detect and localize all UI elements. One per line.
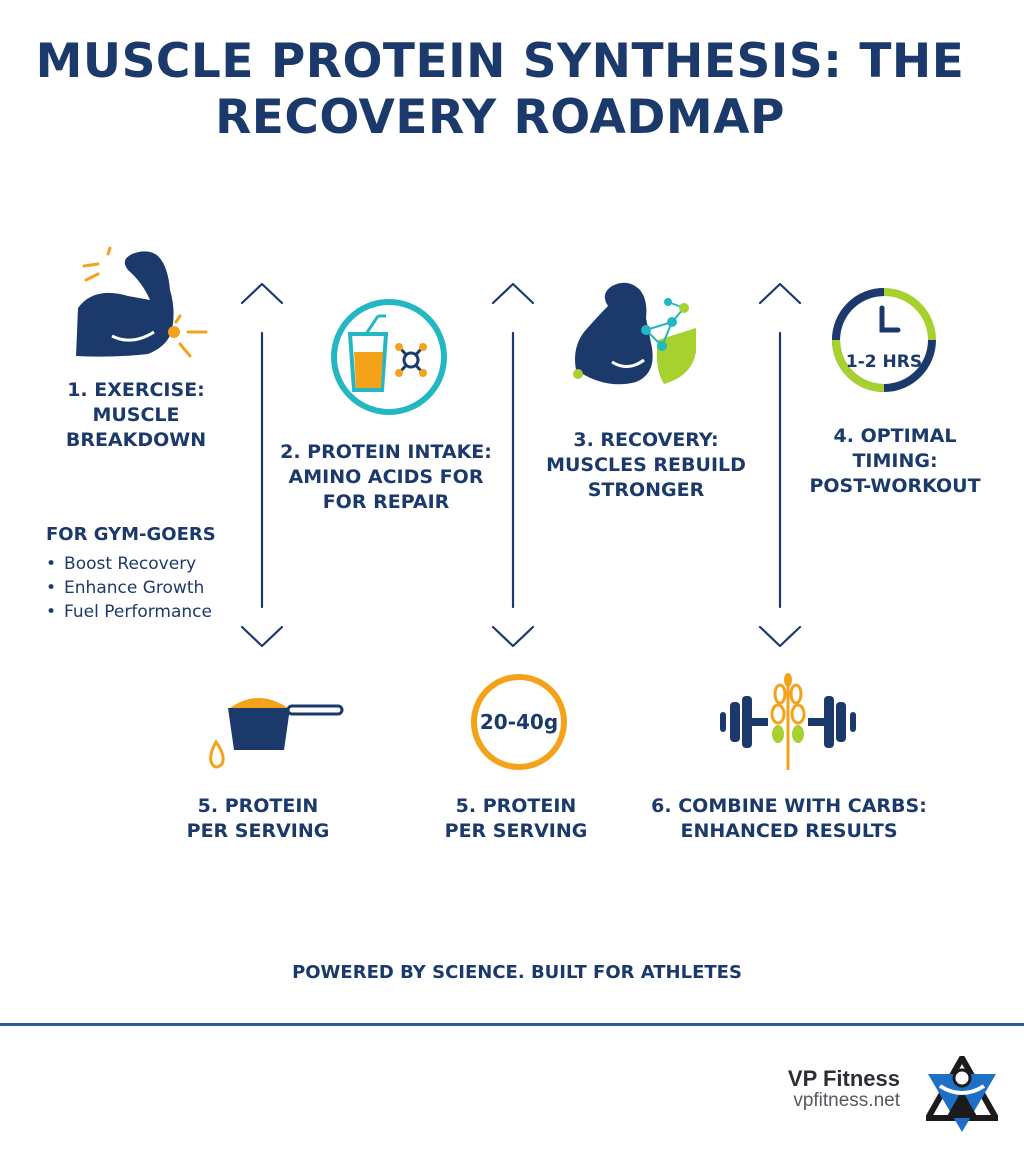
brand-logo-icon — [926, 1056, 998, 1132]
gym-goers-item: Fuel Performance — [46, 600, 212, 624]
step-2-label: 2. PROTEIN INTAKE: AMINO ACIDS FOR FOR R… — [276, 440, 496, 515]
gym-goers-item: Boost Recovery — [46, 552, 212, 576]
step-5-line1: 5. PROTEIN — [197, 795, 319, 817]
page-title: MUSCLE PROTEIN SYNTHESIS: THE RECOVERY R… — [0, 34, 1000, 146]
step-1-line1: 1. EXERCISE: — [67, 379, 205, 401]
step-1-line2: MUSCLE — [92, 404, 180, 426]
step-1-label: 1. EXERCISE: MUSCLE BREAKDOWN — [44, 378, 228, 453]
step-3-line2: MUSCLES REBUILD — [546, 454, 746, 476]
page-title-line2: RECOVERY ROADMAP — [215, 90, 785, 145]
muscle-molecule-icon — [573, 282, 696, 385]
step-2-line2: AMINO ACIDS FOR — [288, 466, 484, 488]
step-6-label: 5. PROTEIN PER SERVING — [416, 794, 616, 844]
step-3-label: 3. RECOVERY: MUSCLES REBUILD STRONGER — [536, 428, 756, 503]
step-1-line3: BREAKDOWN — [65, 429, 207, 451]
step-6-line1: 5. PROTEIN — [455, 795, 577, 817]
flow-arrow-1 — [240, 282, 284, 648]
step-3-line3: STRONGER — [587, 479, 705, 501]
step-5-line2: PER SERVING — [186, 820, 330, 842]
dumbbell-wheat-icon — [720, 673, 856, 770]
step-2-line1: 2. PROTEIN INTAKE: — [280, 441, 492, 463]
serving-badge: 20-40g — [479, 710, 559, 734]
brand-url[interactable]: vpfitness.net — [793, 1090, 900, 1111]
flow-arrow-2 — [491, 282, 535, 648]
step-2-line3: FOR REPAIR — [322, 491, 450, 513]
step-4-label: 4. OPTIMAL TIMING: POST-WORKOUT — [802, 424, 988, 499]
page-title-line1: MUSCLE PROTEIN SYNTHESIS: THE — [35, 34, 965, 89]
step-4-line1: 4. OPTIMAL — [833, 425, 957, 447]
tagline: POWERED BY SCIENCE. BUILT FOR ATHLETES — [292, 962, 742, 983]
step-5-label: 5. PROTEIN PER SERVING — [158, 794, 358, 844]
protein-scoop-icon — [209, 698, 344, 769]
flow-arrow-3 — [758, 282, 802, 648]
step-4-line2: TIMING: — [852, 450, 938, 472]
step-6-line2: PER SERVING — [444, 820, 588, 842]
gym-goers-item: Enhance Growth — [46, 576, 212, 600]
flow-arrows — [240, 282, 802, 648]
step-7-label: 6. COMBINE WITH CARBS: ENHANCED RESULTS — [646, 794, 932, 844]
step-7-line2: ENHANCED RESULTS — [680, 820, 898, 842]
brand-name: VP Fitness — [787, 1066, 900, 1091]
protein-shake-icon — [331, 299, 447, 415]
timing-badge: 1-2 HRS — [845, 352, 923, 372]
clock-icon — [832, 288, 936, 392]
serving-circle-icon — [471, 674, 567, 770]
footer-divider — [0, 1023, 1024, 1026]
step-7-line1: 6. COMBINE WITH CARBS: — [651, 795, 927, 817]
step-3-line1: 3. RECOVERY: — [573, 429, 719, 451]
step-4-line3: POST-WORKOUT — [809, 475, 981, 497]
flexed-arm-icon — [76, 246, 208, 358]
gym-goers-list: Boost Recovery Enhance Growth Fuel Perfo… — [46, 552, 212, 624]
gym-goers-title: FOR GYM-GOERS — [46, 524, 216, 545]
